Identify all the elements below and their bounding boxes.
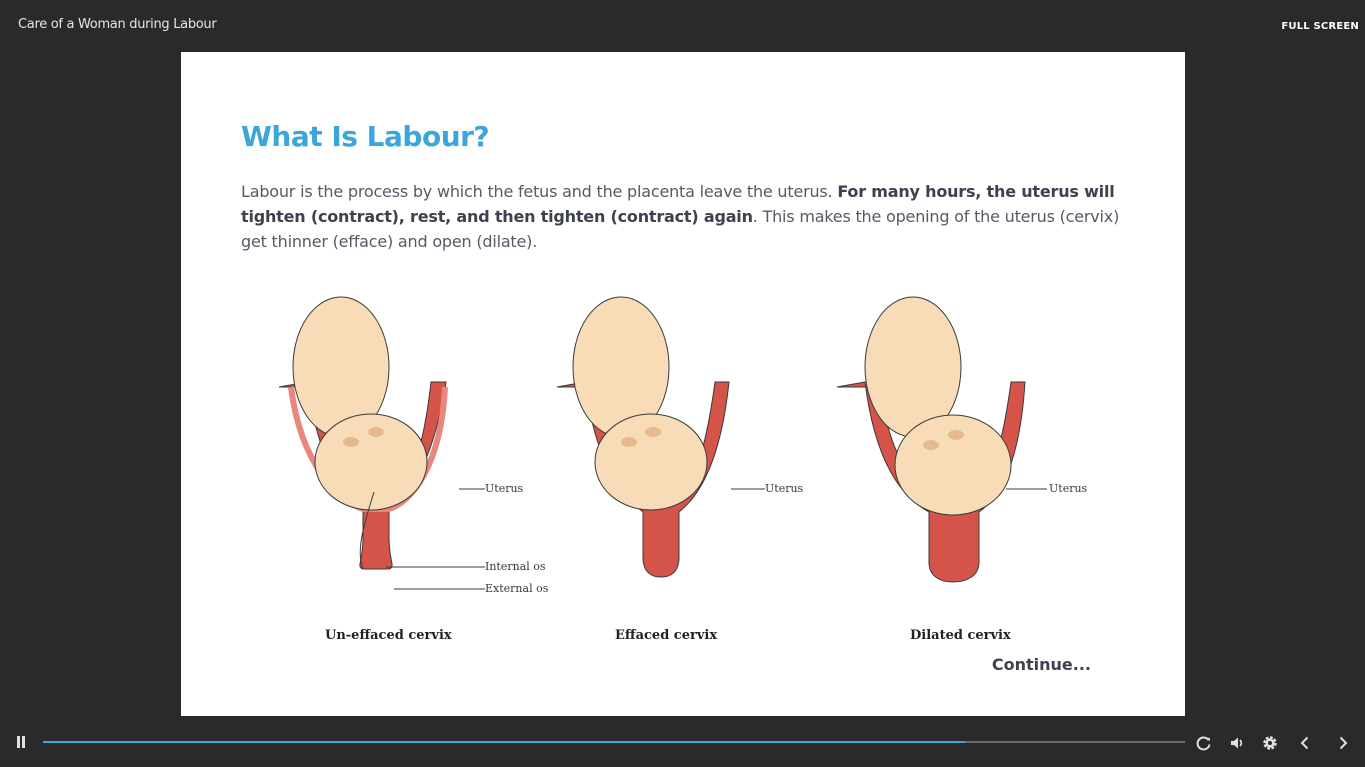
label-uterus-1: Uterus <box>485 482 524 495</box>
slide-canvas: What Is Labour? Labour is the process by… <box>181 52 1185 716</box>
intro-text-start: Labour is the process by which the fetus… <box>241 182 838 201</box>
caption-dilated: Dilated cervix <box>910 628 1011 643</box>
panel-dilated <box>836 296 1047 583</box>
settings-icon <box>1263 736 1277 750</box>
intro-paragraph: Labour is the process by which the fetus… <box>241 179 1131 254</box>
continue-link[interactable]: Continue... <box>991 655 1091 674</box>
pause-icon <box>17 736 20 748</box>
cervix-diagram: Uterus Internal os External os Uterus Ut… <box>241 287 1141 643</box>
next-button[interactable] <box>1333 733 1353 753</box>
previous-icon <box>1300 736 1309 750</box>
cervix-diagram-svg <box>278 296 1047 590</box>
progress-fill <box>43 741 965 743</box>
panel-effaced <box>556 296 765 578</box>
volume-button[interactable] <box>1228 733 1248 753</box>
next-icon <box>1339 736 1348 750</box>
caption-uneffaced: Un-effaced cervix <box>325 628 452 643</box>
panel-uneffaced <box>278 296 485 590</box>
intro-bold-text: For many hours, the uterus will tighten … <box>241 182 1115 226</box>
label-external-os: External os <box>485 582 549 595</box>
replay-icon <box>1196 736 1211 751</box>
top-bar: Care of a Woman during Labour FULL SCREE… <box>0 0 1365 52</box>
caption-effaced: Effaced cervix <box>615 628 718 643</box>
slide-title: What Is Labour? <box>241 120 490 153</box>
player-bar <box>0 720 1365 767</box>
progress-bar[interactable] <box>43 741 1185 743</box>
fullscreen-button[interactable]: FULL SCREEN <box>1281 21 1359 32</box>
label-uterus-2: Uterus <box>765 482 804 495</box>
baby-head <box>314 413 428 511</box>
settings-button[interactable] <box>1260 733 1280 753</box>
previous-button[interactable] <box>1295 733 1315 753</box>
intro-text-end: . This makes the opening of the uterus (… <box>241 207 1120 251</box>
label-uterus-3: Uterus <box>1049 482 1088 495</box>
pause-button[interactable] <box>15 736 27 749</box>
label-internal-os: Internal os <box>485 560 546 573</box>
volume-icon <box>1231 737 1243 749</box>
course-title: Care of a Woman during Labour <box>18 17 217 32</box>
replay-button[interactable] <box>1194 733 1214 753</box>
pause-icon-bar <box>22 736 25 748</box>
